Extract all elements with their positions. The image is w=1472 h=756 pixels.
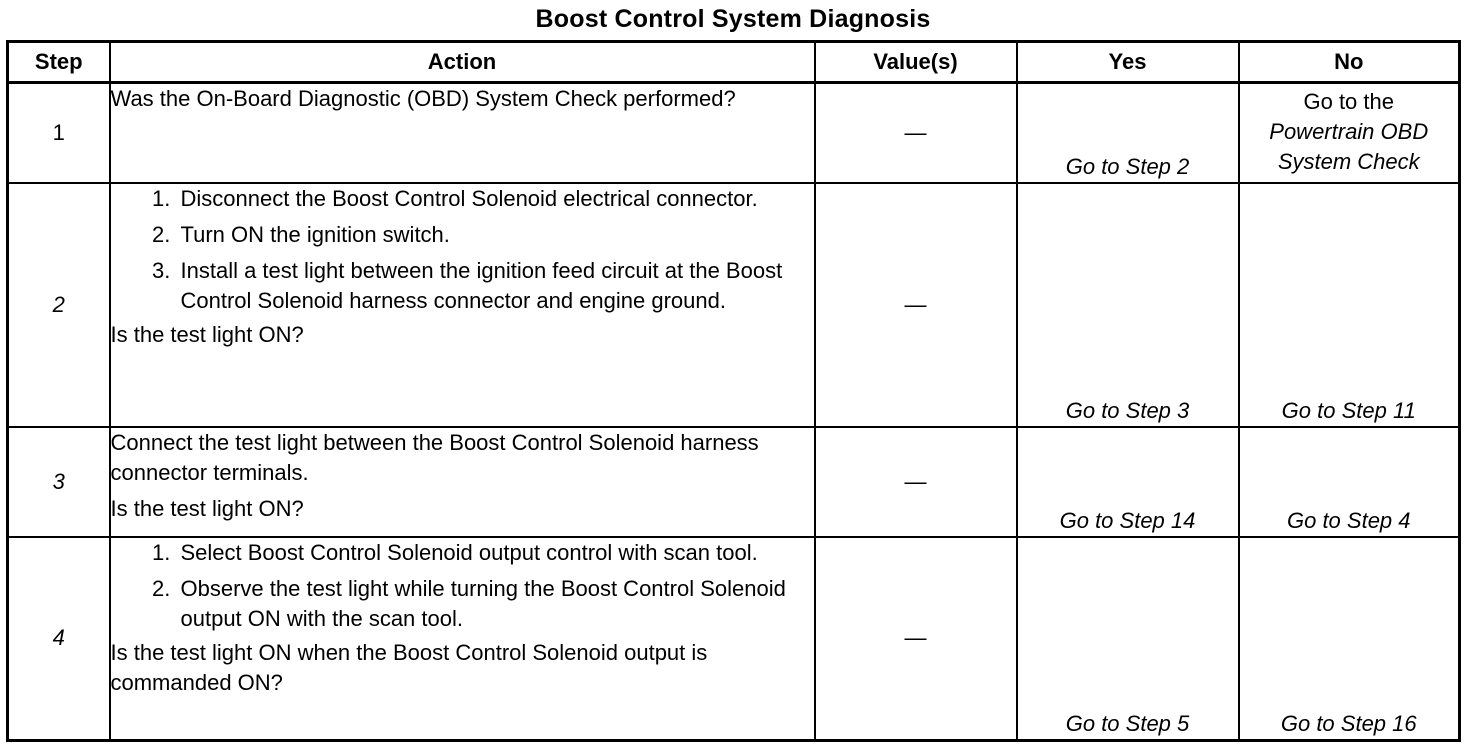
value-text: —: [904, 468, 927, 494]
value-cell: —: [813, 181, 1018, 428]
table-row: 4 Select Boost Control Solenoid output c…: [6, 535, 1461, 742]
substep-item: Select Boost Control Solenoid output con…: [177, 538, 814, 568]
step-number: 4: [6, 535, 111, 742]
no-cell: Go to Step 4: [1237, 425, 1461, 538]
table-row: 1 Was the On-Board Diagnostic (OBD) Syst…: [6, 81, 1461, 184]
action-text: Was the On-Board Diagnostic (OBD) System…: [110, 86, 736, 111]
action-text: Connect the test light between the Boost…: [110, 429, 759, 485]
substep-list: Select Boost Control Solenoid output con…: [111, 538, 814, 634]
substep-list: Disconnect the Boost Control Solenoid el…: [111, 184, 814, 316]
value-text: —: [904, 625, 927, 651]
yes-cell: Go to Step 14: [1015, 425, 1240, 538]
header-no: No: [1237, 40, 1461, 84]
substep-item: Disconnect the Boost Control Solenoid el…: [177, 184, 814, 214]
table-header-row: Step Action Value(s) Yes No: [6, 40, 1461, 84]
action-question: Is the test light ON?: [110, 321, 304, 347]
yes-cell: Go to Step 5: [1015, 535, 1240, 742]
header-action: Action: [108, 40, 816, 84]
value-cell: —: [813, 425, 1018, 538]
yes-cell: Go to Step 3: [1015, 181, 1240, 428]
page-title: Boost Control System Diagnosis: [535, 5, 931, 33]
action-cell: Select Boost Control Solenoid output con…: [108, 535, 816, 742]
no-text-line2: Powertrain OBD: [1269, 118, 1429, 144]
substep-item: Install a test light between the ignitio…: [177, 256, 814, 316]
value-text: —: [904, 119, 927, 145]
action-question: Is the test light ON when the Boost Cont…: [110, 639, 708, 695]
action-cell: Was the On-Board Diagnostic (OBD) System…: [108, 81, 816, 184]
header-values: Value(s): [813, 40, 1018, 84]
no-cell: Go to Step 16: [1237, 535, 1461, 742]
no-text-line1: Go to the: [1303, 88, 1394, 114]
value-cell: —: [813, 81, 1018, 184]
no-cell: Go to the Powertrain OBD System Check: [1237, 81, 1461, 184]
yes-cell: Go to Step 2: [1015, 81, 1240, 184]
action-cell: Connect the test light between the Boost…: [108, 425, 816, 538]
header-step: Step: [6, 40, 111, 84]
action-question: Is the test light ON?: [110, 495, 304, 521]
substep-item: Observe the test light while turning the…: [177, 574, 814, 634]
table-row: 2 Disconnect the Boost Control Solenoid …: [6, 181, 1461, 428]
no-text-line3: System Check: [1277, 148, 1420, 174]
value-cell: —: [813, 535, 1018, 742]
diagnosis-table: Step Action Value(s) Yes No 1 Was the On…: [6, 40, 1461, 742]
step-number: 2: [6, 181, 111, 428]
step-number: 1: [6, 81, 111, 184]
action-cell: Disconnect the Boost Control Solenoid el…: [108, 181, 816, 428]
table-row: 3 Connect the test light between the Boo…: [6, 425, 1461, 538]
header-yes: Yes: [1015, 40, 1240, 84]
substep-item: Turn ON the ignition switch.: [177, 220, 814, 250]
no-cell: Go to Step 11: [1237, 181, 1461, 428]
value-text: —: [904, 291, 927, 317]
step-number: 3: [6, 425, 111, 538]
